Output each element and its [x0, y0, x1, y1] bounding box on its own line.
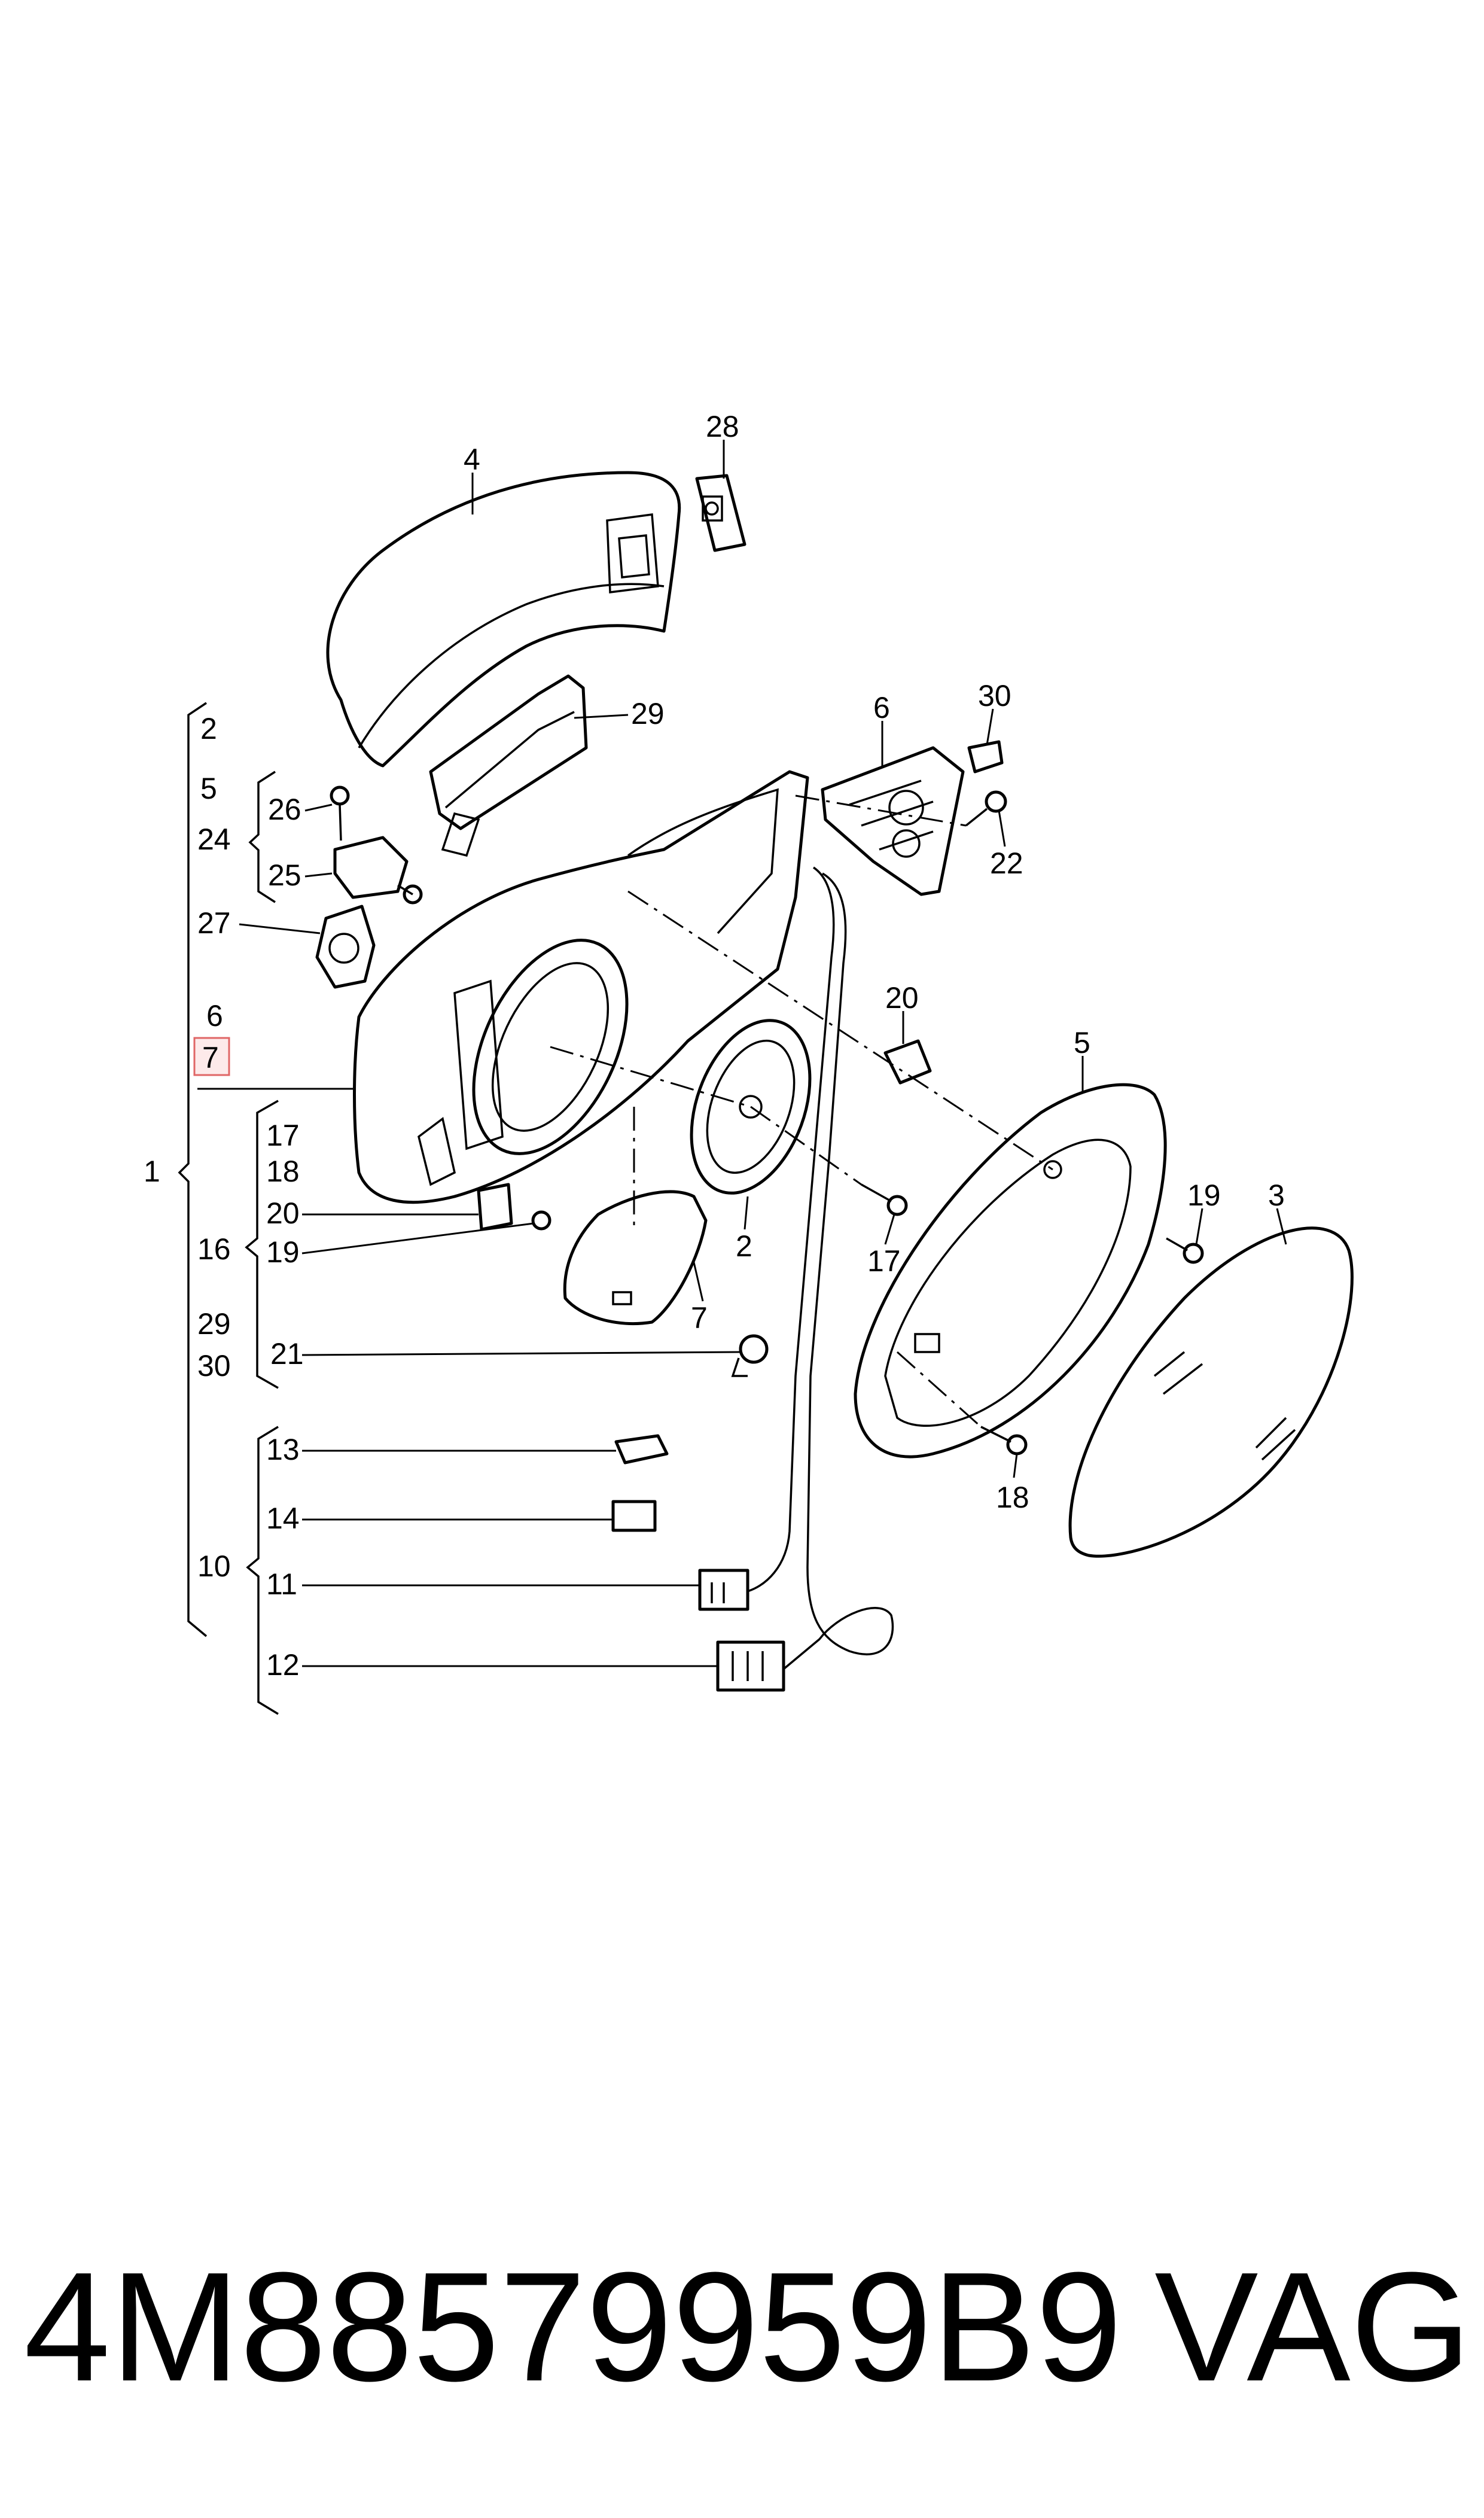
tree-item-24: 24 [197, 823, 231, 856]
tree-item-6: 6 [206, 999, 223, 1033]
callout-30: 30 [978, 679, 1011, 713]
connector-part-14 [611, 1500, 657, 1532]
tree-item-12: 12 [266, 1648, 300, 1682]
leader-lines [239, 440, 1287, 1478]
bracket-part-25 [333, 836, 423, 905]
connector-part-12 [716, 1640, 785, 1692]
motor-part-27 [315, 905, 376, 989]
assembly-tree: 2 5 24 6 7 1 17 18 20 16 19 29 30 13 14 … [144, 702, 741, 1715]
callout-21: 21 [270, 1337, 304, 1371]
callout-labels: 28 4 29 6 30 22 26 24 25 27 20 5 2 17 19… [197, 410, 1285, 1514]
callout-29: 29 [631, 697, 665, 730]
screw-part-18 [980, 1426, 1028, 1456]
screw-part-17 [861, 1183, 908, 1216]
tree-item-5: 5 [200, 772, 217, 805]
tree-item-14: 14 [266, 1502, 300, 1535]
callout-22: 22 [990, 847, 1023, 880]
tree-item-2: 2 [200, 712, 217, 745]
callout-24: 24 [197, 823, 231, 856]
callout-19: 19 [1187, 1179, 1221, 1212]
screw-part-19 [1166, 1237, 1204, 1264]
wiring-harness [747, 866, 894, 1670]
mirror-glass-part-3 [1068, 1226, 1354, 1558]
tree-item-20: 20 [266, 1196, 300, 1230]
tree-item-29: 29 [197, 1307, 231, 1341]
screw-part-19b [531, 1210, 551, 1231]
tree-item-18: 18 [266, 1155, 300, 1188]
brace-group-1 [178, 702, 208, 1637]
callout-28: 28 [706, 410, 739, 443]
lower-cover-part-7 [563, 1190, 708, 1326]
connector-part-13 [614, 1434, 669, 1464]
tree-item-11: 11 [266, 1567, 297, 1601]
callout-5: 5 [1074, 1026, 1090, 1059]
brace-group-24 [248, 771, 276, 903]
tree-item-19: 19 [266, 1235, 300, 1269]
callout-3: 3 [1268, 1179, 1285, 1212]
brand-name: VAG [1154, 2240, 1471, 2414]
callout-4: 4 [464, 443, 480, 476]
tree-item-16: 16 [197, 1232, 231, 1266]
tree-item-7: 7 [202, 1041, 219, 1074]
clip-part-20b [477, 1183, 513, 1231]
part-number: 4M88579959B9 [24, 2240, 1122, 2414]
callout-20: 20 [885, 981, 919, 1015]
glass-carrier-part-5 [854, 1083, 1167, 1459]
tree-item-1: 1 [144, 1155, 160, 1188]
callout-25: 25 [268, 858, 301, 892]
footer: 4M88579959B9 VAG [24, 2237, 1471, 2417]
alignment-lines [550, 794, 1053, 1428]
callout-26: 26 [268, 793, 301, 826]
tree-item-10: 10 [197, 1549, 231, 1583]
clip-part-30 [967, 740, 1004, 774]
callout-27: 27 [197, 906, 231, 940]
tree-item-30: 30 [197, 1349, 231, 1383]
callout-18: 18 [996, 1481, 1029, 1514]
callout-7: 7 [691, 1301, 708, 1335]
clip-part-20 [883, 1039, 932, 1085]
carrier-plate-part-6 [821, 746, 965, 896]
brace-group-16 [245, 1100, 279, 1389]
clip-part-21 [731, 1334, 769, 1377]
tree-item-17: 17 [266, 1119, 300, 1152]
brace-group-10 [246, 1426, 279, 1715]
screw-part-22 [965, 790, 1007, 827]
tree-item-13: 13 [266, 1433, 300, 1466]
mirror-cap-part-4 [326, 471, 681, 768]
cap-insert-part-28 [695, 474, 746, 552]
callout-6: 6 [873, 691, 890, 724]
screw-part-26 [330, 785, 350, 841]
highlight-box-7 [193, 1037, 230, 1076]
turn-signal-part-29 [429, 674, 588, 857]
callout-2: 2 [736, 1229, 752, 1263]
callout-17: 17 [867, 1244, 901, 1278]
connector-part-11 [698, 1569, 749, 1611]
